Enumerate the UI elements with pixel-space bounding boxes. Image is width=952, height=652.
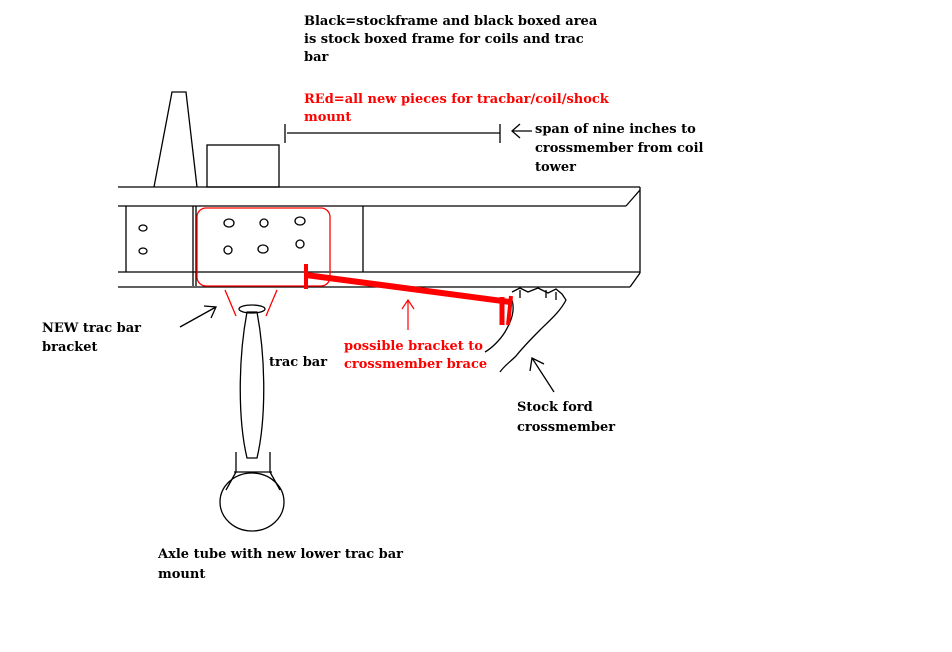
- new-parts: [196, 207, 513, 330]
- stock-frame: [118, 91, 641, 532]
- bracket-arrow-line: [179, 306, 217, 328]
- legend-black-line-3: bar: [304, 50, 329, 65]
- hole: [223, 245, 233, 255]
- brace-bracket-end-2: [506, 295, 513, 326]
- hole: [138, 224, 148, 232]
- new-boxed-area: [196, 207, 331, 287]
- possible-arrow-head: [401, 298, 415, 310]
- span-label-line-2: crossmember from coil: [535, 141, 704, 156]
- brace-bar: [305, 272, 511, 305]
- hole: [294, 216, 306, 226]
- frame-bottom-bevel: [629, 272, 641, 288]
- span-label-line-3: tower: [535, 160, 576, 175]
- span-label-line-1: span of nine inches to: [535, 122, 696, 137]
- trac-bar-top-eye: [238, 304, 266, 314]
- possible-bracket-label-line-2: crossmember brace: [344, 357, 488, 372]
- new-bracket-label-line-2: bracket: [42, 340, 98, 355]
- hole: [259, 218, 269, 228]
- crossmember-arrow-line: [531, 357, 555, 393]
- axle-label-line-1: Axle tube with new lower trac bar: [158, 547, 403, 562]
- legend-red-line-2: mount: [304, 110, 352, 125]
- hole: [257, 244, 269, 254]
- stock-ford-label-line-1: Stock ford: [517, 400, 593, 415]
- trac-bar-body: [239, 311, 265, 459]
- bracket-arrow-head: [203, 305, 217, 319]
- lower-mount-diag-l: [225, 471, 237, 491]
- stock-ford-label-line-2: crossmember: [517, 420, 616, 435]
- crossmember-inner: [484, 299, 514, 353]
- crossmember-arrow-head: [529, 357, 545, 372]
- frame-bevel: [625, 189, 641, 207]
- new-bracket-leg-left: [224, 289, 237, 317]
- coil-tower-peak: [153, 91, 198, 188]
- legend-black-line-2: is stock boxed frame for coils and trac: [304, 32, 584, 47]
- new-bracket-leg-right: [265, 289, 278, 317]
- span-arrow-head: [511, 123, 521, 139]
- crossmember-squiggle: [499, 287, 567, 373]
- legend-red-line-1: REd=all new pieces for tracbar/coil/shoc…: [304, 92, 609, 107]
- possible-bracket-label-line-1: possible bracket to: [344, 339, 483, 354]
- hole: [223, 218, 235, 228]
- trac-bar-label: trac bar: [269, 355, 328, 370]
- coil-box: [206, 144, 280, 188]
- hole: [295, 239, 305, 249]
- axle-label-line-2: mount: [158, 567, 206, 582]
- hole: [138, 247, 148, 255]
- axle-tube: [219, 472, 285, 532]
- new-bracket-label-line-1: NEW trac bar: [42, 321, 141, 336]
- legend-black-line-1: Black=stockframe and black boxed area: [304, 14, 598, 29]
